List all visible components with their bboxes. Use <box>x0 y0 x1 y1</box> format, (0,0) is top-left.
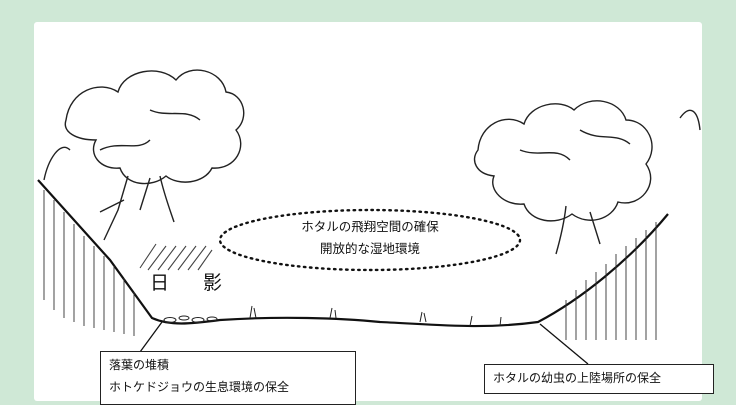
slope-hatching <box>43 190 657 340</box>
ellipse-label-line2: 開放的な湿地環境 <box>319 241 420 256</box>
callout-leaf-litter: 落葉の堆積 ホトケドジョウの生息環境の保全 <box>100 351 356 405</box>
leaf-litter <box>163 315 218 323</box>
callout-right-line1: ホタルの幼虫の上陸場所の保全 <box>493 371 662 385</box>
shade-label: 日 影 <box>150 272 237 294</box>
callout-left-line2: ホトケドジョウの生息環境の保全 <box>109 380 290 394</box>
ellipse-label: ホタルの飛翔空間の確保 開放的な湿地環境 <box>240 216 500 260</box>
ellipse-label-line1: ホタルの飛翔空間の確保 <box>301 219 439 234</box>
shade-hatch <box>139 243 213 271</box>
leader-line-left <box>139 321 163 353</box>
grass-tufts <box>249 305 502 327</box>
left-tree <box>43 69 245 241</box>
leader-line-right <box>539 323 589 365</box>
callout-larvae-landing: ホタルの幼虫の上陸場所の保全 <box>484 364 714 394</box>
callout-left-line1: 落葉の堆積 <box>109 358 170 372</box>
illustration-frame <box>34 22 702 401</box>
flight-space-ellipse <box>218 208 522 272</box>
right-tree <box>473 100 701 255</box>
